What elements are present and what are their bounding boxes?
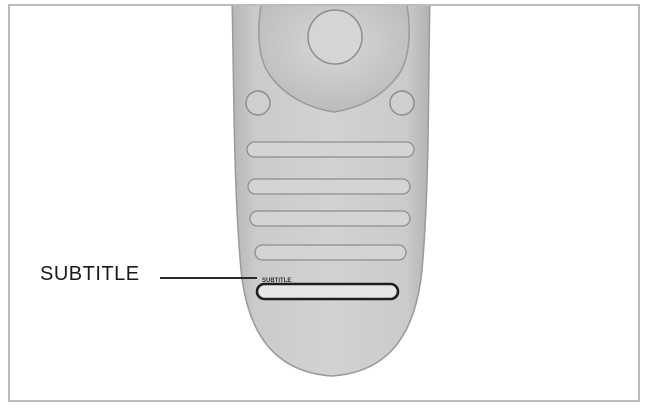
remote-button-row-3: [250, 211, 410, 226]
callout-leader-line: [160, 277, 257, 279]
remote-button-row-2: [248, 179, 410, 194]
side-button-icon: [246, 91, 270, 115]
ok-button-icon: [308, 10, 362, 64]
callout-label-subtitle: SUBTITLE: [40, 263, 140, 286]
remote-button-row-4: [255, 245, 406, 260]
remote-button-row-1: [247, 142, 414, 157]
subtitle-button: [257, 284, 398, 299]
side-button-icon: [390, 91, 414, 115]
